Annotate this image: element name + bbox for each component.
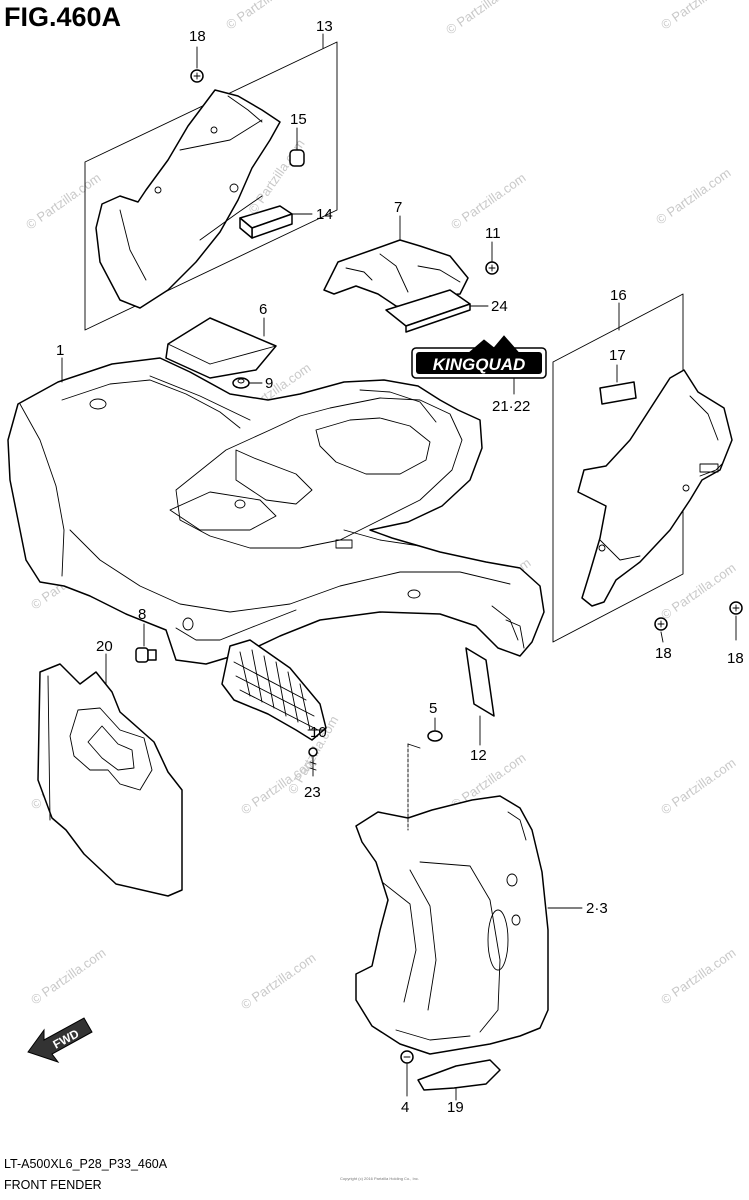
watermark: © Partzilla.com <box>658 560 738 623</box>
callout-9: 9 <box>265 375 273 392</box>
panel-edge-line <box>199 195 263 241</box>
callout-18-top: 18 <box>189 28 206 45</box>
mud-guard-20 <box>37 653 183 897</box>
screw-11 <box>485 241 499 275</box>
watermark: © Partzilla.com <box>223 0 303 32</box>
panel-hole <box>210 126 218 134</box>
panel-hole <box>154 186 162 194</box>
callout-6: 6 <box>259 301 267 318</box>
panel-group-16: 16 17 18 18 <box>552 287 744 667</box>
callout-24: 24 <box>491 298 508 315</box>
callout-1: 1 <box>56 342 64 359</box>
panel-edge-line <box>227 95 263 123</box>
panel-hole <box>229 183 239 193</box>
figure-title: FIG.460A <box>4 2 121 32</box>
callout-18-right: 18 <box>727 650 744 667</box>
group-box-16 <box>552 293 684 643</box>
clip-5 <box>427 717 443 742</box>
watermark: © Partzilla.com <box>238 950 318 1013</box>
pad-24 <box>385 289 489 333</box>
front-fender-1 <box>7 357 545 665</box>
panel-group-13: 13 18 15 14 <box>84 18 338 331</box>
inner-panel-right <box>577 369 733 607</box>
callout-13: 13 <box>316 18 333 35</box>
panel-hole <box>598 544 606 552</box>
grommet-15 <box>289 127 305 167</box>
callout-15: 15 <box>290 111 307 128</box>
panel-tab <box>699 463 719 473</box>
panel-edge-line <box>699 463 723 477</box>
callout-2-3: 2·3 <box>586 900 608 917</box>
watermark: © Partzilla.com <box>658 945 738 1008</box>
callout-11: 11 <box>485 225 501 242</box>
plate-19 <box>417 1059 501 1101</box>
callout-5: 5 <box>429 700 437 717</box>
callout-14: 14 <box>316 206 333 223</box>
kingquad-decal: KINGQUAD <box>411 335 547 395</box>
callout-17: 17 <box>609 347 626 364</box>
watermark: © Partzilla.com <box>28 945 108 1008</box>
watermark: © Partzilla.com <box>23 170 103 233</box>
callout-12: 12 <box>470 747 487 764</box>
screw-23 <box>308 747 318 777</box>
screw-18-left <box>654 617 668 643</box>
callout-21-22: 21·22 <box>492 398 530 415</box>
cover-6 <box>165 317 277 379</box>
panel-edge-line <box>599 539 641 561</box>
clip-4 <box>400 1050 414 1097</box>
label-12 <box>465 647 495 746</box>
inner-fender-2-3 <box>355 743 583 1055</box>
watermark: © Partzilla.com <box>653 165 733 228</box>
inner-panel-left <box>95 89 281 309</box>
panel-hole <box>682 484 690 492</box>
callout-23: 23 <box>304 784 321 801</box>
bolt-8 <box>135 623 157 663</box>
decal-inner <box>416 352 542 374</box>
grille-mesh <box>233 649 319 731</box>
panel-edge-line <box>179 119 263 151</box>
watermark: © Partzilla.com <box>658 755 738 818</box>
pad-14 <box>239 205 313 239</box>
callout-20: 20 <box>96 638 113 655</box>
copyright-text: Copyright (c) 2016 Partzilla Holding Co.… <box>340 1176 419 1181</box>
section-name: FRONT FENDER <box>4 1178 102 1192</box>
screw-18-top <box>190 46 204 83</box>
callout-4: 4 <box>401 1099 409 1116</box>
mountain-emblem-icon <box>468 335 520 353</box>
fwd-arrow-icon: FWD <box>27 1017 93 1063</box>
callout-7: 7 <box>394 199 402 216</box>
panel-edge-line <box>689 395 719 441</box>
callout-16: 16 <box>610 287 627 304</box>
callout-19: 19 <box>447 1099 464 1116</box>
screw-18-right <box>729 601 743 641</box>
panel-edge-line <box>119 209 147 281</box>
watermark: © Partzilla.com <box>443 0 523 37</box>
model-code: LT-A500XL6_P28_P33_460A <box>4 1157 168 1171</box>
decal-logo-text: KINGQUAD <box>433 355 526 374</box>
grommet-9 <box>232 377 263 389</box>
grille-10 <box>221 639 327 741</box>
watermark: © Partzilla.com <box>448 170 528 233</box>
callout-8: 8 <box>138 606 146 623</box>
watermark: © Partzilla.com <box>658 0 738 32</box>
pad-17 <box>599 364 637 405</box>
callout-10: 10 <box>310 724 327 741</box>
callout-18-left: 18 <box>655 645 672 662</box>
group-box-13 <box>84 41 338 331</box>
